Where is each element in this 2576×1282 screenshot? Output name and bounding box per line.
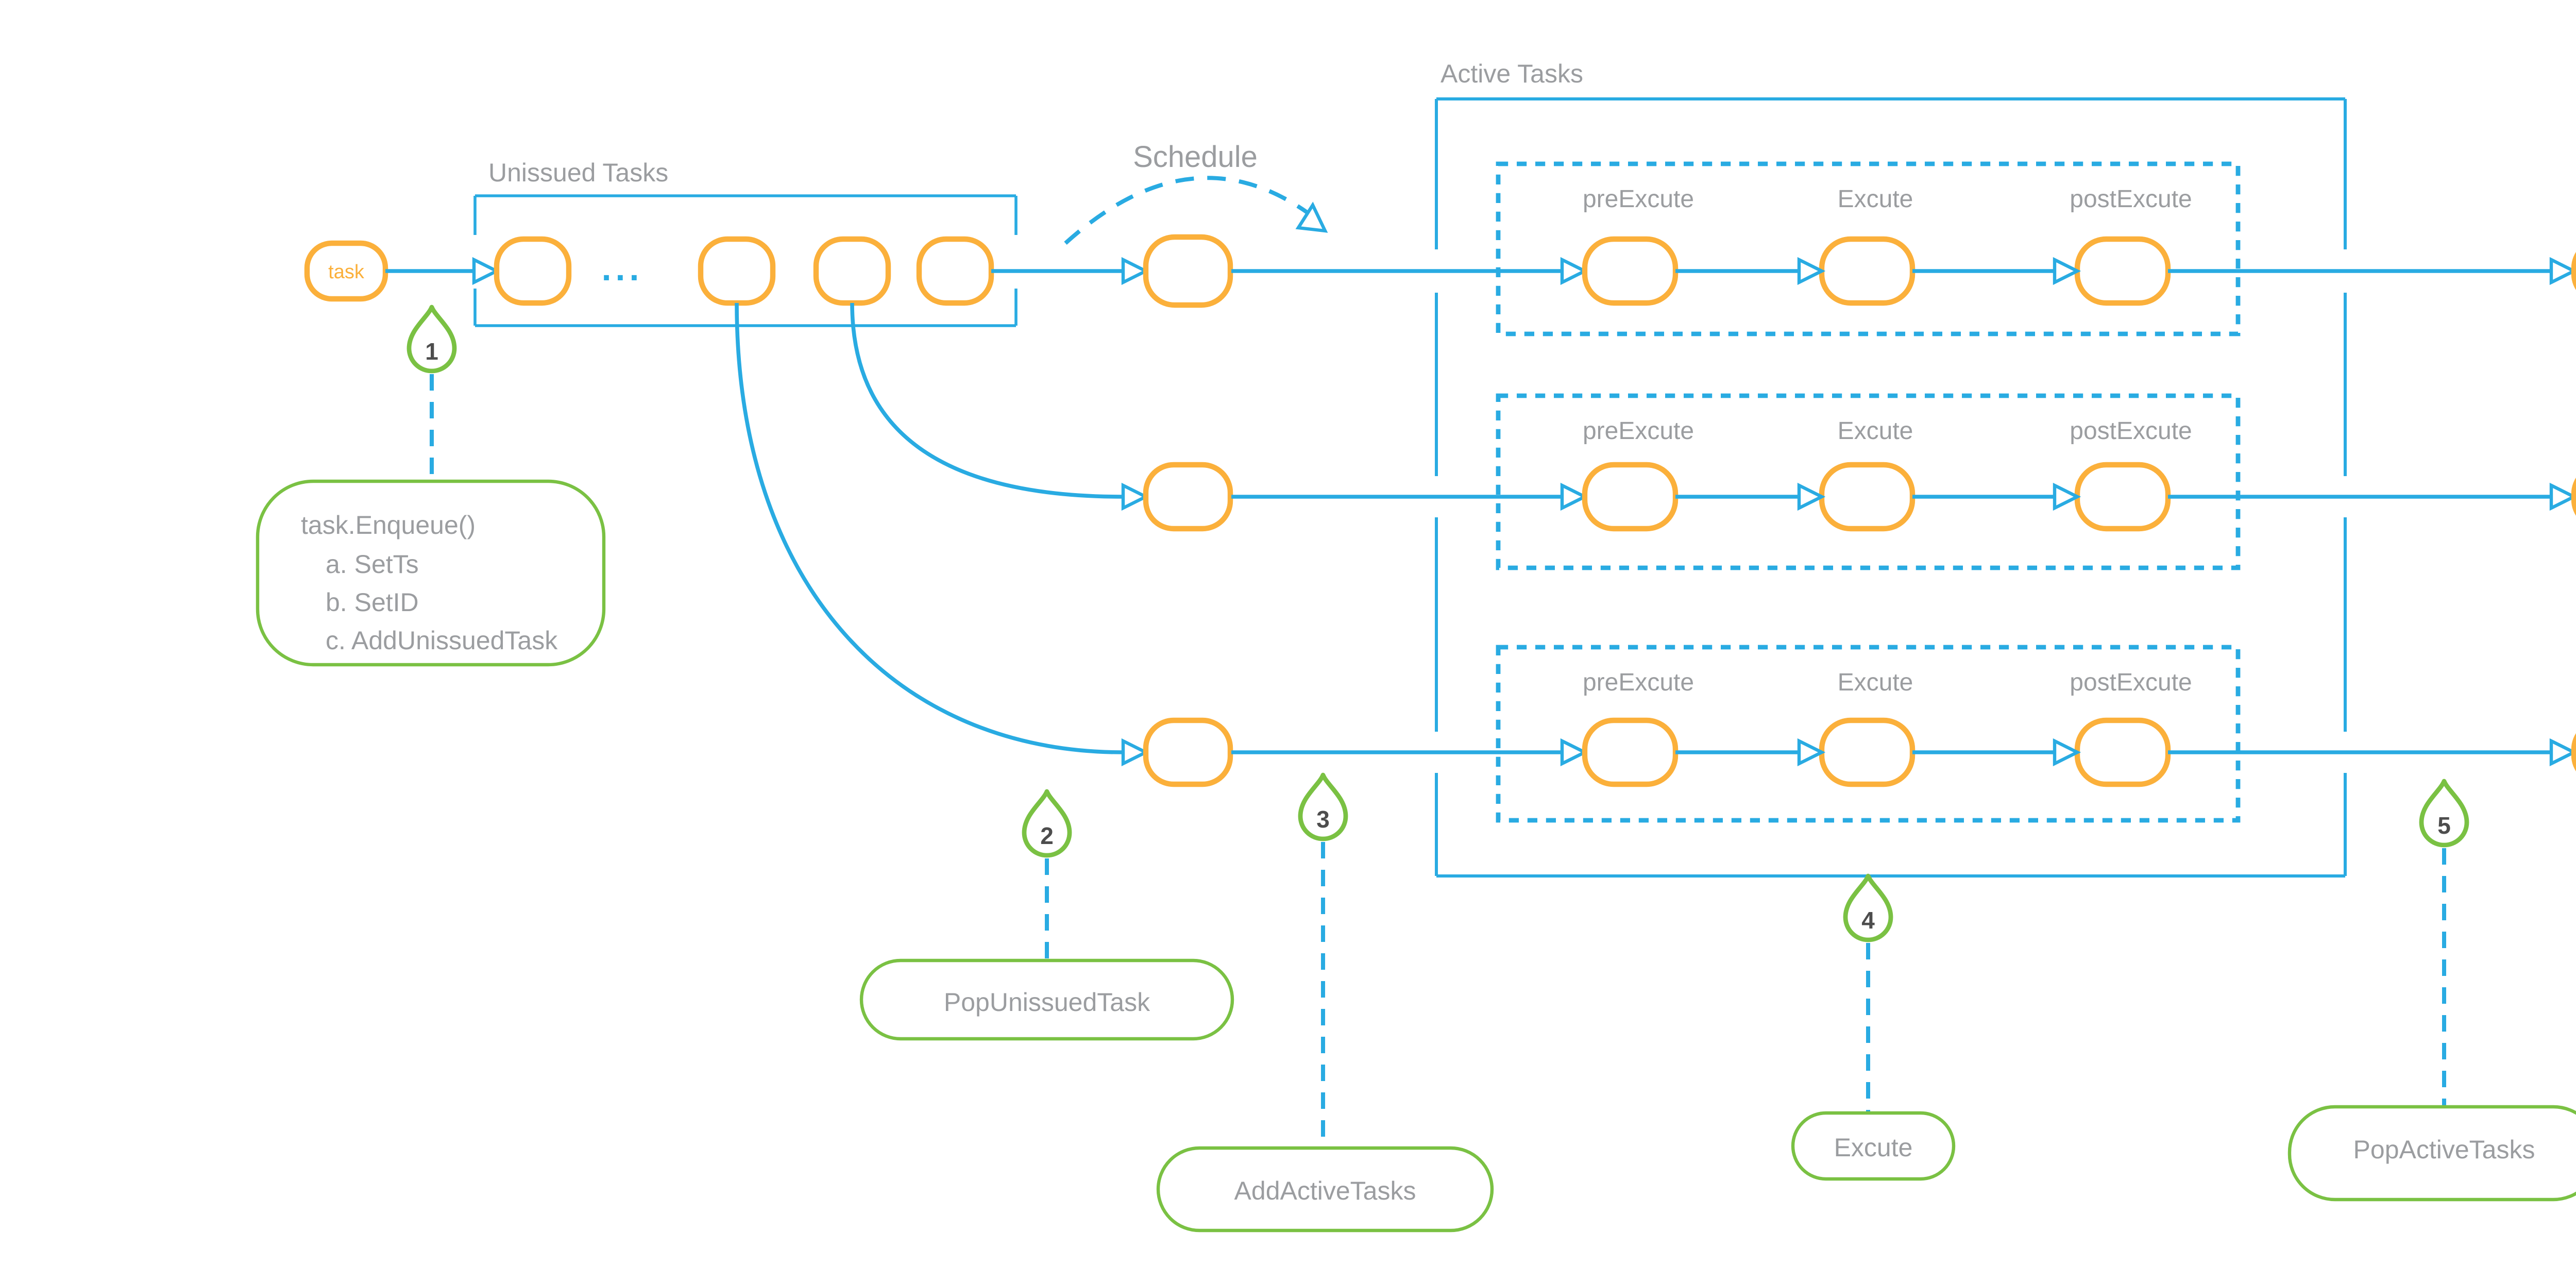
task-node-label: task xyxy=(328,261,365,283)
arrowhead-icon xyxy=(1121,257,1150,285)
marker-number: 5 xyxy=(2437,812,2451,839)
annotation-pop-active: 5 PopActiveTasks xyxy=(2287,779,2576,1202)
queue-ellipsis-icon: ... xyxy=(602,249,643,288)
pop-active-callout xyxy=(2287,1105,2576,1202)
enqueue-callout xyxy=(256,479,606,667)
post-excute-label: postExcute xyxy=(2070,669,2192,696)
post-excute-node xyxy=(2074,717,2171,787)
queue-node xyxy=(916,236,994,306)
active-tasks-group: Active Tasks xyxy=(1435,59,2347,878)
arrowhead-icon xyxy=(1121,482,1150,511)
pop-unissued-callout xyxy=(859,958,1234,1041)
schedule-dashed-arc xyxy=(1064,176,1314,245)
curve-to-row3 xyxy=(735,302,1124,754)
stage-box xyxy=(1496,645,2241,823)
pre-excute-node xyxy=(1582,717,1679,787)
add-active-callout xyxy=(1156,1146,1494,1233)
post-excute-label: postExcute xyxy=(2070,417,2192,445)
row-end-node xyxy=(2571,477,2576,516)
marker-pin-icon xyxy=(1298,772,1348,841)
excute-callout-label: Excute xyxy=(1834,1133,1913,1162)
arrowhead-icon xyxy=(2053,738,2081,767)
arrowhead-icon xyxy=(2549,482,2576,511)
enqueue-title: task.Enqueue() xyxy=(301,511,476,539)
excute-label: Excute xyxy=(1838,417,1913,445)
arrowhead-icon xyxy=(1797,738,1826,767)
row2-entry-node xyxy=(1143,462,1233,532)
curve-to-row2 xyxy=(850,302,1124,499)
post-excute-node xyxy=(2074,462,2171,532)
excute-callout xyxy=(1791,1111,1956,1181)
arrowhead-icon xyxy=(472,257,501,285)
pre-excute-label: preExcute xyxy=(1583,185,1694,213)
enqueue-item: b. SetID xyxy=(326,588,419,617)
arrowhead-icon xyxy=(2549,257,2576,285)
arrowhead-icon xyxy=(2053,257,2081,285)
marker-number: 2 xyxy=(1040,822,1054,849)
active-tasks-label: Active Tasks xyxy=(1440,59,1583,88)
arrowhead-icon xyxy=(1797,257,1826,285)
pre-excute-node xyxy=(1582,462,1679,532)
pop-active-label: PopActiveTasks xyxy=(2353,1135,2535,1164)
arrowhead-icon xyxy=(1797,482,1826,511)
excute-node xyxy=(1819,462,1916,532)
queue-node xyxy=(494,236,572,306)
pre-excute-node xyxy=(1582,236,1679,306)
excute-label: Excute xyxy=(1838,669,1913,696)
schedule-group: Schedule xyxy=(991,140,1328,308)
excute-label: Excute xyxy=(1838,185,1913,213)
enqueue-item: c. AddUnissuedTask xyxy=(326,626,558,655)
unissued-tasks-bracket xyxy=(473,194,1018,327)
marker-number: 3 xyxy=(1316,806,1330,833)
row-end-node xyxy=(2571,733,2576,772)
arrowhead-icon xyxy=(1295,201,1328,233)
marker-number: 1 xyxy=(425,338,438,365)
post-excute-label: postExcute xyxy=(2070,185,2192,213)
arrowhead-icon xyxy=(2549,738,2576,767)
pre-excute-label: preExcute xyxy=(1583,417,1694,445)
queue-node xyxy=(698,236,776,306)
marker-pin-icon xyxy=(2419,779,2469,848)
arrowhead-icon xyxy=(1560,482,1589,511)
enqueue-item: a. SetTs xyxy=(326,550,419,579)
marker-number: 4 xyxy=(1861,907,1875,934)
unissued-tasks-label: Unissued Tasks xyxy=(488,158,668,187)
arrowhead-icon xyxy=(2053,482,2081,511)
annotation-add-active: 3 AddActiveTasks xyxy=(1156,772,1494,1233)
add-active-label: AddActiveTasks xyxy=(1234,1176,1416,1205)
excute-node xyxy=(1819,236,1916,306)
arrowhead-icon xyxy=(1560,257,1589,285)
marker-pin-icon xyxy=(1022,789,1072,858)
queue-node xyxy=(813,236,891,306)
row3-entry-node xyxy=(1143,717,1233,787)
post-excute-node xyxy=(2074,236,2171,306)
active-tasks-bracket xyxy=(1435,97,2347,878)
worker-row-2: preExcute Excute postExcute xyxy=(1231,393,2576,570)
annotation-pop-unissued: 2 PopUnissuedTask xyxy=(859,789,1234,1041)
schedule-label: Schedule xyxy=(1133,140,1258,174)
annotation-excute: 4 Excute xyxy=(1791,873,1956,1181)
arrowhead-icon xyxy=(1560,738,1589,767)
marker-pin-icon xyxy=(1843,873,1893,942)
pre-excute-label: preExcute xyxy=(1583,669,1694,696)
unissued-tasks-group: Unissued Tasks task ... xyxy=(304,158,1018,327)
schedule-node xyxy=(1143,234,1233,308)
arrowhead-icon xyxy=(1121,738,1150,767)
worker-row-1: preExcute Excute postExcute xyxy=(1231,161,2576,336)
pop-unissued-label: PopUnissuedTask xyxy=(944,988,1150,1017)
excute-node xyxy=(1819,717,1916,787)
stage-box xyxy=(1496,161,2241,336)
worker-row-3: preExcute Excute postExcute xyxy=(1231,645,2576,823)
dispatch-curves xyxy=(735,302,1233,787)
stage-box xyxy=(1496,393,2241,570)
marker-pin-icon xyxy=(406,305,457,374)
annotation-enqueue: 1 task.Enqueue() a. SetTs b. SetID c. Ad… xyxy=(256,305,606,667)
row-end-node xyxy=(2571,251,2576,291)
